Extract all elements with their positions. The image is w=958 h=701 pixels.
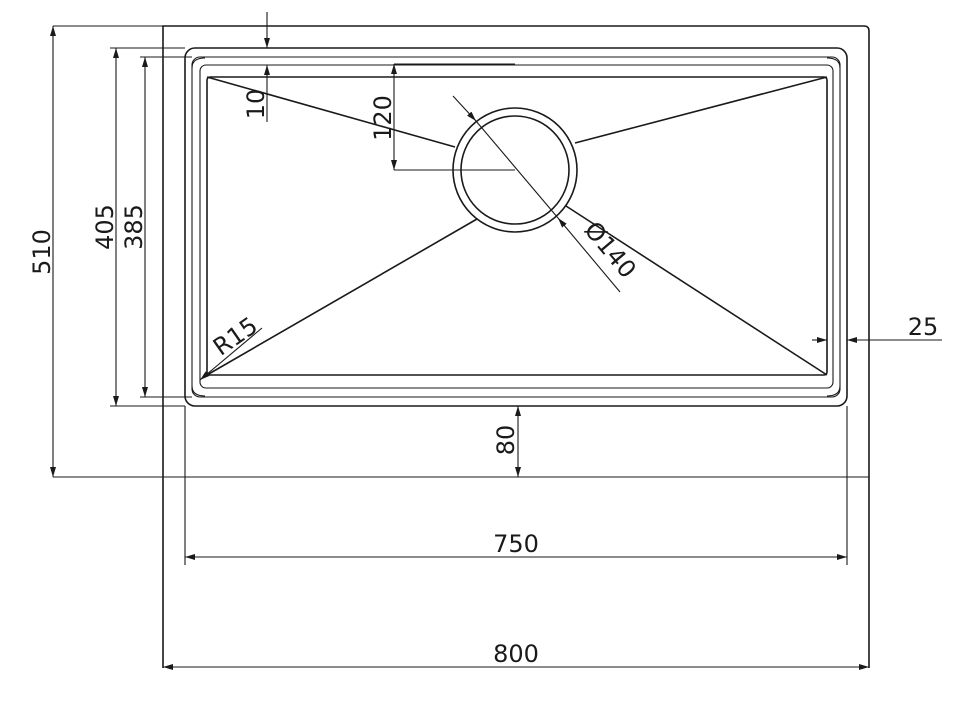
dim-label-corner-radius: R15 <box>208 311 263 361</box>
sink-rim-line-2 <box>191 56 841 398</box>
dim-label-rim-depth: 405 <box>91 204 119 250</box>
dim-label-bowl-depth: 385 <box>120 204 148 250</box>
dim-label-overall-width: 800 <box>493 640 539 668</box>
corner-radius-marks <box>191 57 841 397</box>
dim-label-rim-width: 750 <box>493 530 539 558</box>
dim-label-rim-offset: 10 <box>242 89 270 120</box>
bowl-slope-lines <box>206 76 828 376</box>
sink-rim-outer <box>184 47 848 407</box>
sink-bowl-inner <box>206 76 828 376</box>
dim-label-front-offset: 80 <box>492 425 520 456</box>
dim-385 <box>140 56 192 398</box>
dim-corner-radius <box>199 327 263 381</box>
dim-405 <box>110 47 185 407</box>
dim-drain-diameter <box>452 95 621 293</box>
dim-label-side-flange: 25 <box>908 313 939 341</box>
dim-510 <box>50 25 869 478</box>
dim-label-overall-depth: 510 <box>28 229 56 275</box>
dim-750 <box>184 406 848 565</box>
dim-label-drain-offset: 120 <box>369 95 397 141</box>
countertop-outline <box>162 25 870 668</box>
sink-rim-line-3 <box>199 64 834 389</box>
dim-label-drain-diameter: Ø140 <box>579 216 642 284</box>
dim-120 <box>391 63 515 171</box>
